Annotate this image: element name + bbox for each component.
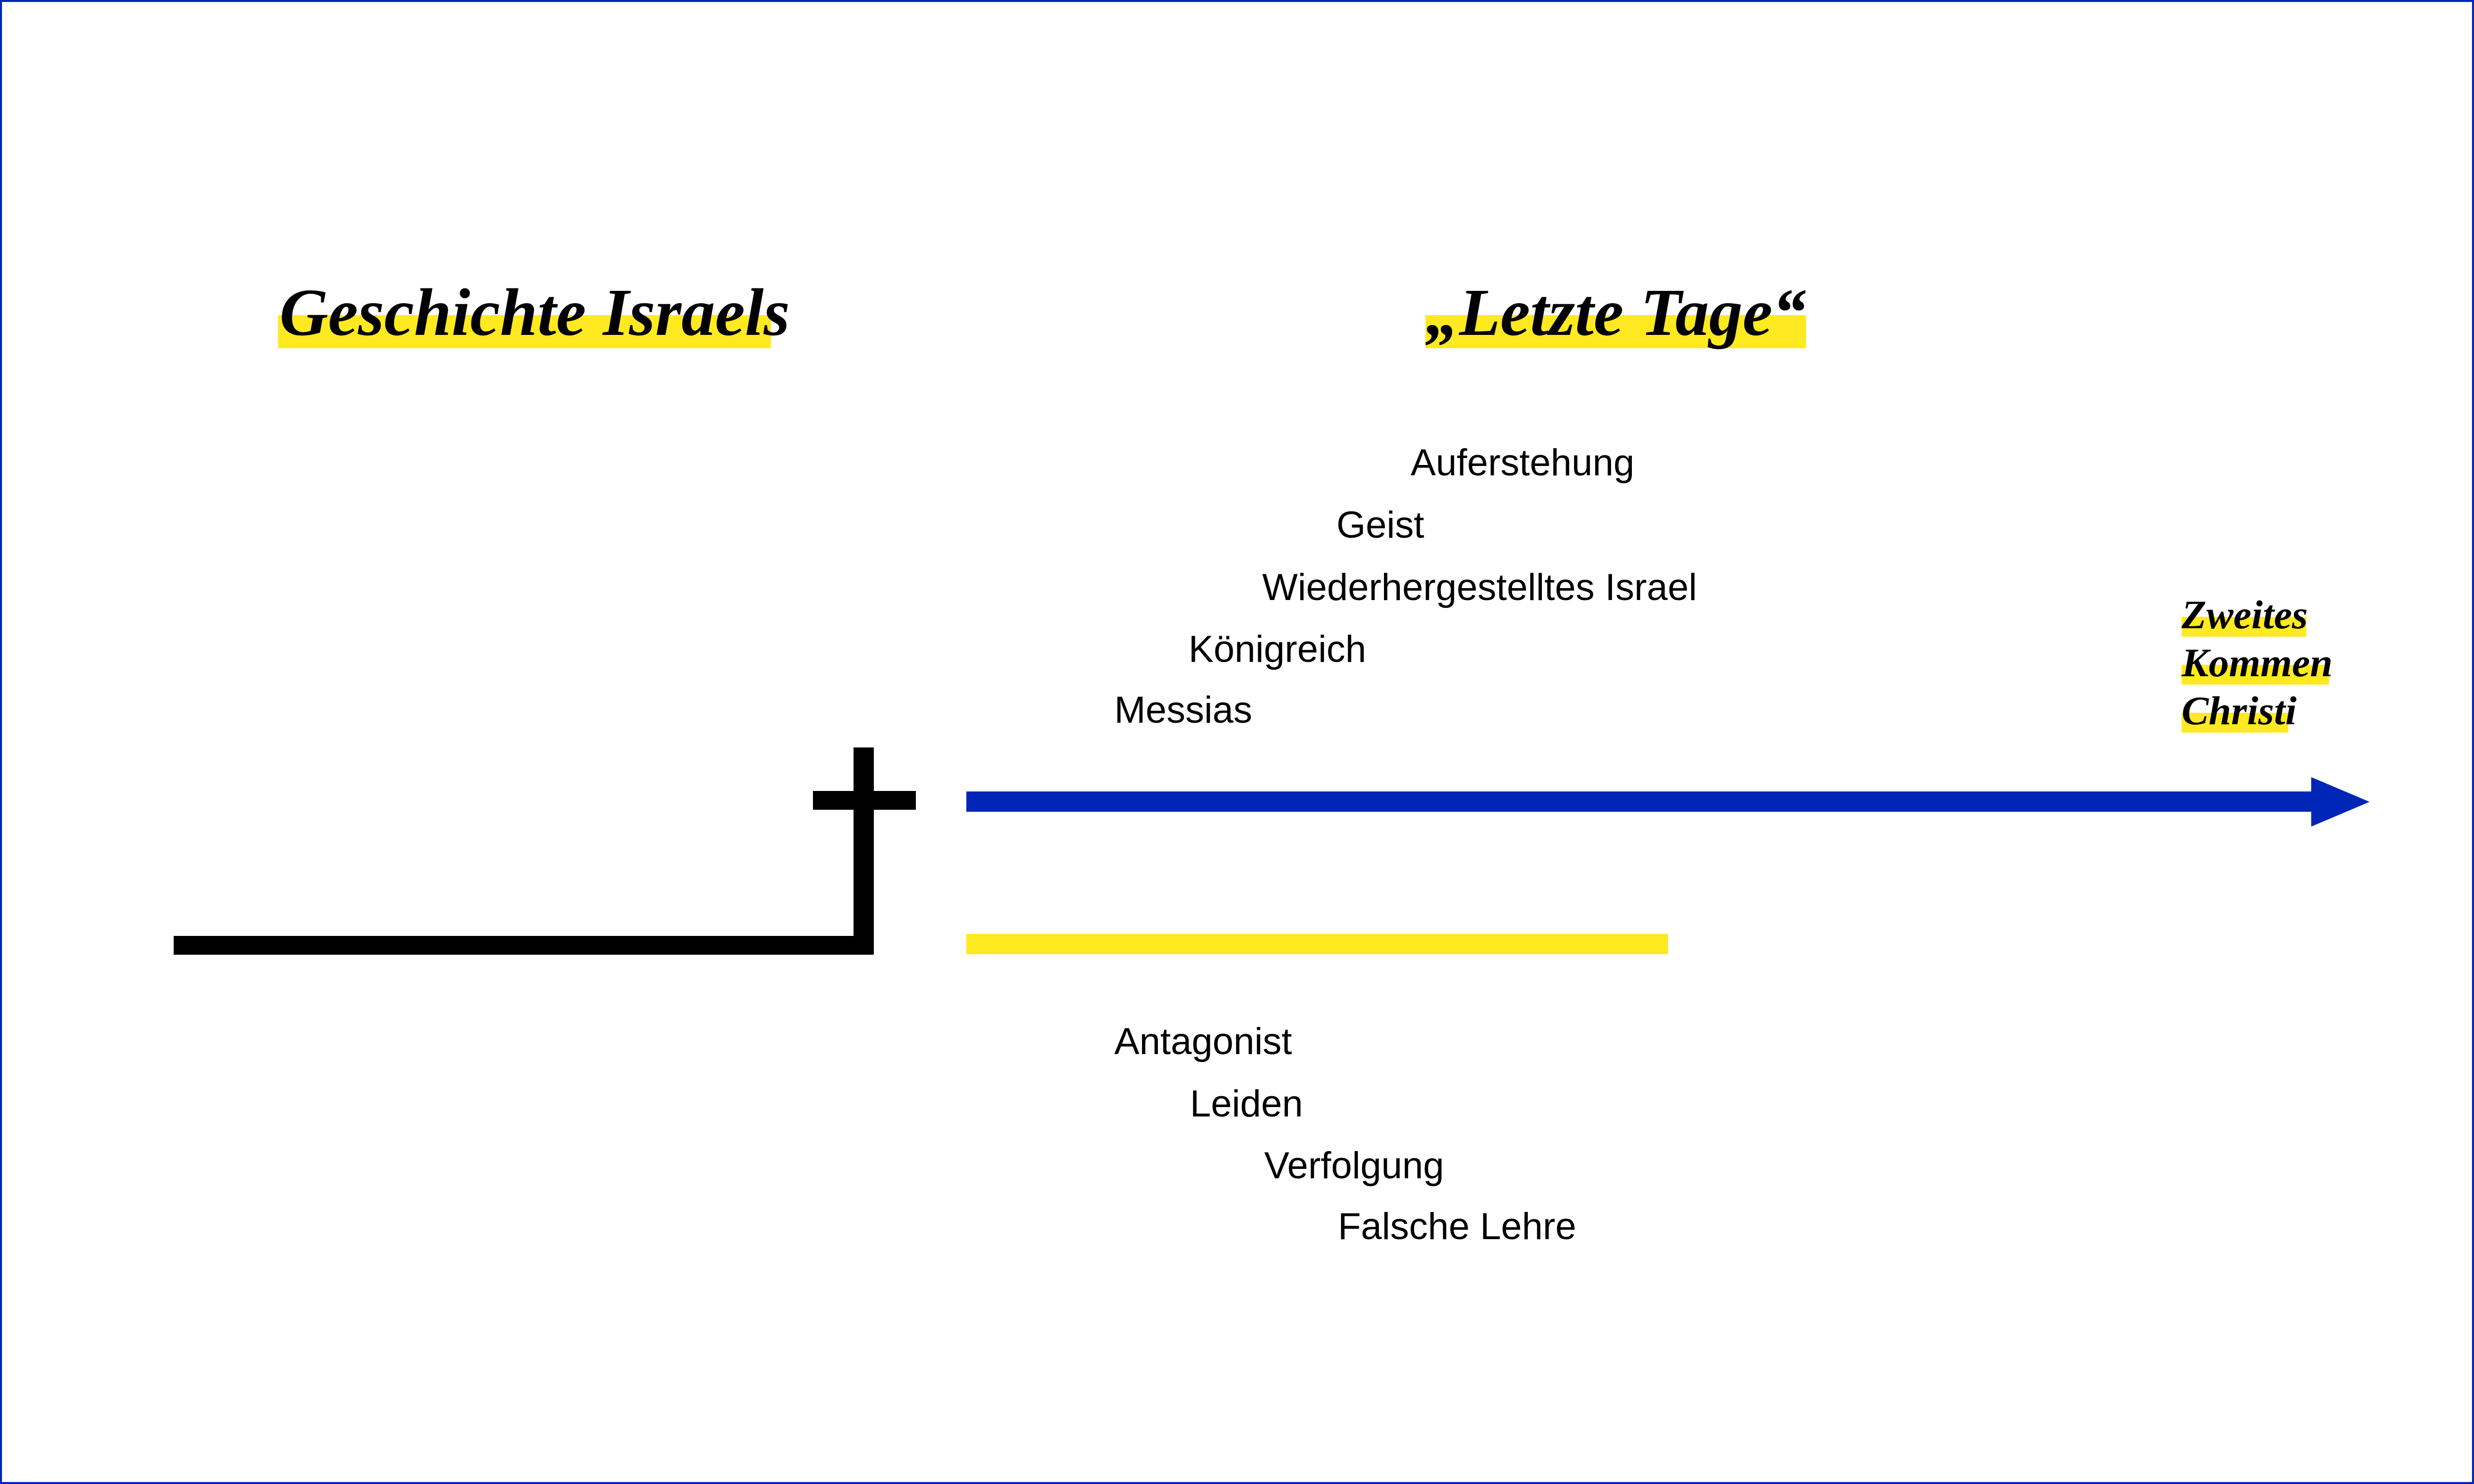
cross-icon [813, 791, 916, 810]
lower-item-antagonist: Antagonist [1114, 1020, 1292, 1063]
upper-item-restored-israel: Wiederhergestelltes Israel [1262, 566, 1697, 608]
endpoint-line-2: Kommen [2182, 640, 2333, 685]
arrow-head [2311, 777, 2370, 827]
lower-item-suffering: Leiden [1190, 1083, 1303, 1125]
arrow-shaft [966, 791, 2317, 812]
history-line [174, 936, 874, 955]
upper-item-spirit: Geist [1336, 504, 1425, 546]
upper-item-kingdom: Königreich [1189, 628, 1367, 670]
endpoint-line-3: Christi [2182, 688, 2297, 733]
endpoint-line-1: Zweites [2182, 592, 2308, 637]
endpoint-highlight-2 [2182, 665, 2329, 685]
upper-item-messiah: Messias [1114, 689, 1252, 731]
lower-item-persecution: Verfolgung [1264, 1145, 1444, 1187]
endpoint-highlight-3 [2182, 713, 2288, 733]
tribulation-bar [966, 934, 1668, 954]
title-highlight-right [1426, 315, 1806, 348]
lower-item-false-teaching: Falsche Lehre [1338, 1206, 1576, 1248]
endpoint-highlight-1 [2182, 617, 2306, 637]
title-highlight-left [278, 315, 771, 348]
title-last-days: „Letzte Tage“ [1426, 276, 1807, 350]
upper-item-resurrection: Auferstehung [1411, 442, 1635, 484]
title-history-israel: Geschichte Israels [280, 276, 790, 350]
last-days-arrow-icon [966, 777, 2370, 827]
cross-vertical [854, 747, 874, 955]
